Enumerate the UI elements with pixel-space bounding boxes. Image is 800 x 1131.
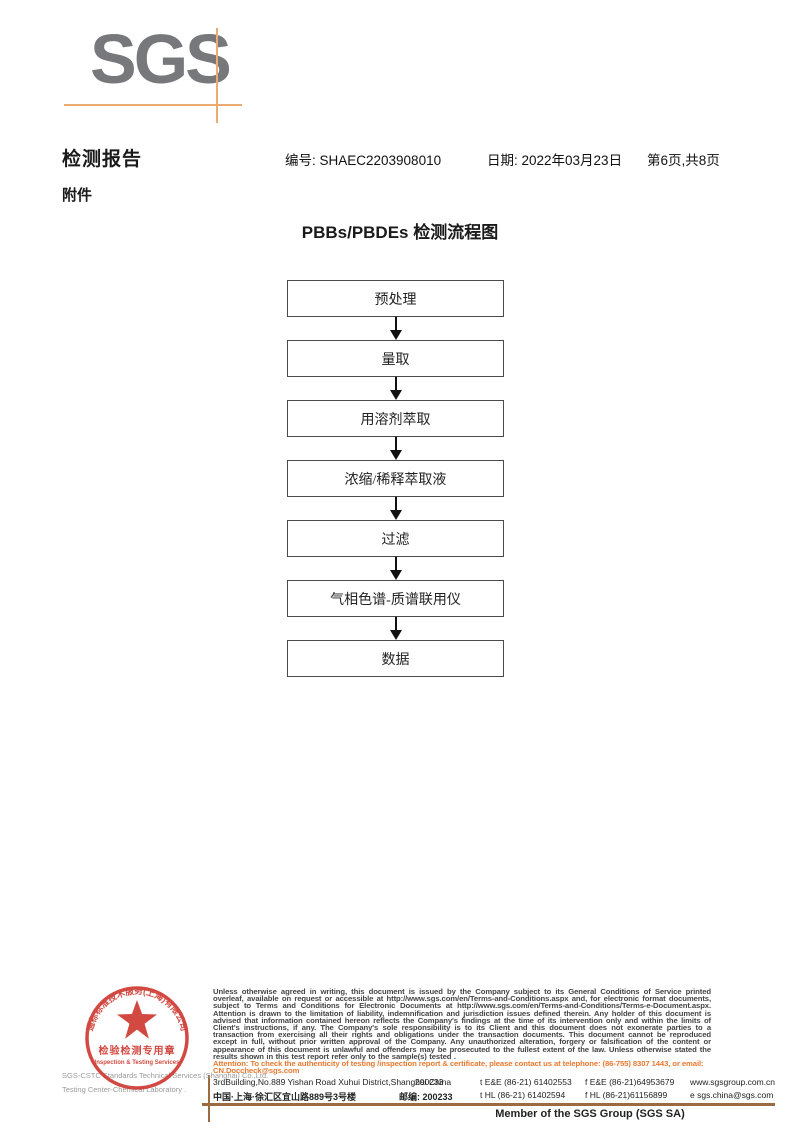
- flow-step-gcms: 气相色谱-质谱联用仪: [287, 580, 504, 617]
- page-indicator: 第6页,共8页: [647, 153, 720, 168]
- address-cn: 中国·上海·徐汇区宜山路889号3号楼: [213, 1092, 357, 1102]
- tel-en: t E&E (86-21) 61402553: [480, 1077, 572, 1087]
- company-name-gray: SGS-CSTC Standards Technical Services (S…: [62, 1071, 269, 1080]
- flowchart: 预处理 量取 用溶剂萃取 浓缩/稀释萃取液 过滤 气相色谱-质谱联用仪 数据: [287, 280, 504, 677]
- attachment-label: 附件: [62, 188, 93, 204]
- sgs-logo: SGS: [90, 20, 232, 98]
- star-icon: [117, 1000, 157, 1039]
- flow-step-data: 数据: [287, 640, 504, 677]
- flow-step-pretreatment: 预处理: [287, 280, 504, 317]
- sgs-member-text: Member of the SGS Group (SGS SA): [495, 1108, 685, 1120]
- flow-step-filter: 过滤: [287, 520, 504, 557]
- postcode-en: 200233: [415, 1077, 444, 1087]
- email: e sgs.china@sgs.com: [690, 1090, 774, 1100]
- report-number: 编号: SHAEC2203908010: [285, 153, 442, 168]
- website: www.sgsgroup.com.cn: [690, 1077, 776, 1087]
- tel-cn: t HL (86-21) 61402594: [480, 1090, 566, 1100]
- postcode-cn: 邮编: 200233: [399, 1092, 453, 1102]
- legal-disclaimer: Unless otherwise agreed in writing, this…: [213, 987, 711, 1061]
- stamp-line2: Inspection & Testing Services: [95, 1060, 181, 1066]
- down-arrow-icon: [287, 557, 504, 580]
- footer-horizontal-divider: [202, 1103, 775, 1106]
- logo-horizontal-line: [64, 104, 242, 106]
- report-date: 日期: 2022年03月23日: [487, 153, 623, 168]
- flow-step-measure: 量取: [287, 340, 504, 377]
- page-title: 检测报告: [62, 149, 143, 170]
- fax-en: f E&E (86-21)64953679: [585, 1077, 675, 1087]
- down-arrow-icon: [287, 317, 504, 340]
- flow-step-concentrate-dilute: 浓缩/稀释萃取液: [287, 460, 504, 497]
- address-row-en: 3rdBuilding,No.889 Yishan Road Xuhui Dis…: [213, 1077, 776, 1090]
- footer-vertical-divider: [208, 1075, 210, 1122]
- stamp-circle: [85, 986, 189, 1090]
- address-en: 3rdBuilding,No.889 Yishan Road Xuhui Dis…: [213, 1077, 452, 1087]
- down-arrow-icon: [287, 437, 504, 460]
- stamp-line1: 检验检测专用章: [99, 1044, 176, 1057]
- down-arrow-icon: [287, 377, 504, 400]
- down-arrow-icon: [287, 617, 504, 640]
- attention-notice: Attention: To check the authenticity of …: [213, 1059, 704, 1076]
- company-seal-stamp: 通标标准技术服务(上海)有限公司 检验检测专用章 Inspection & Te…: [85, 985, 189, 1090]
- flow-step-solvent-extraction: 用溶剂萃取: [287, 400, 504, 437]
- address-row-cn: 中国·上海·徐汇区宜山路889号3号楼 邮编: 200233 t HL (86-…: [213, 1090, 773, 1103]
- fax-cn: f HL (86-21)61156899: [585, 1090, 668, 1100]
- flowchart-title: PBBs/PBDEs 检测流程图: [301, 223, 499, 242]
- logo-vertical-line: [216, 28, 218, 123]
- lab-name-gray: Testing Center-Chemical Laboratory .: [62, 1085, 187, 1094]
- down-arrow-icon: [287, 497, 504, 520]
